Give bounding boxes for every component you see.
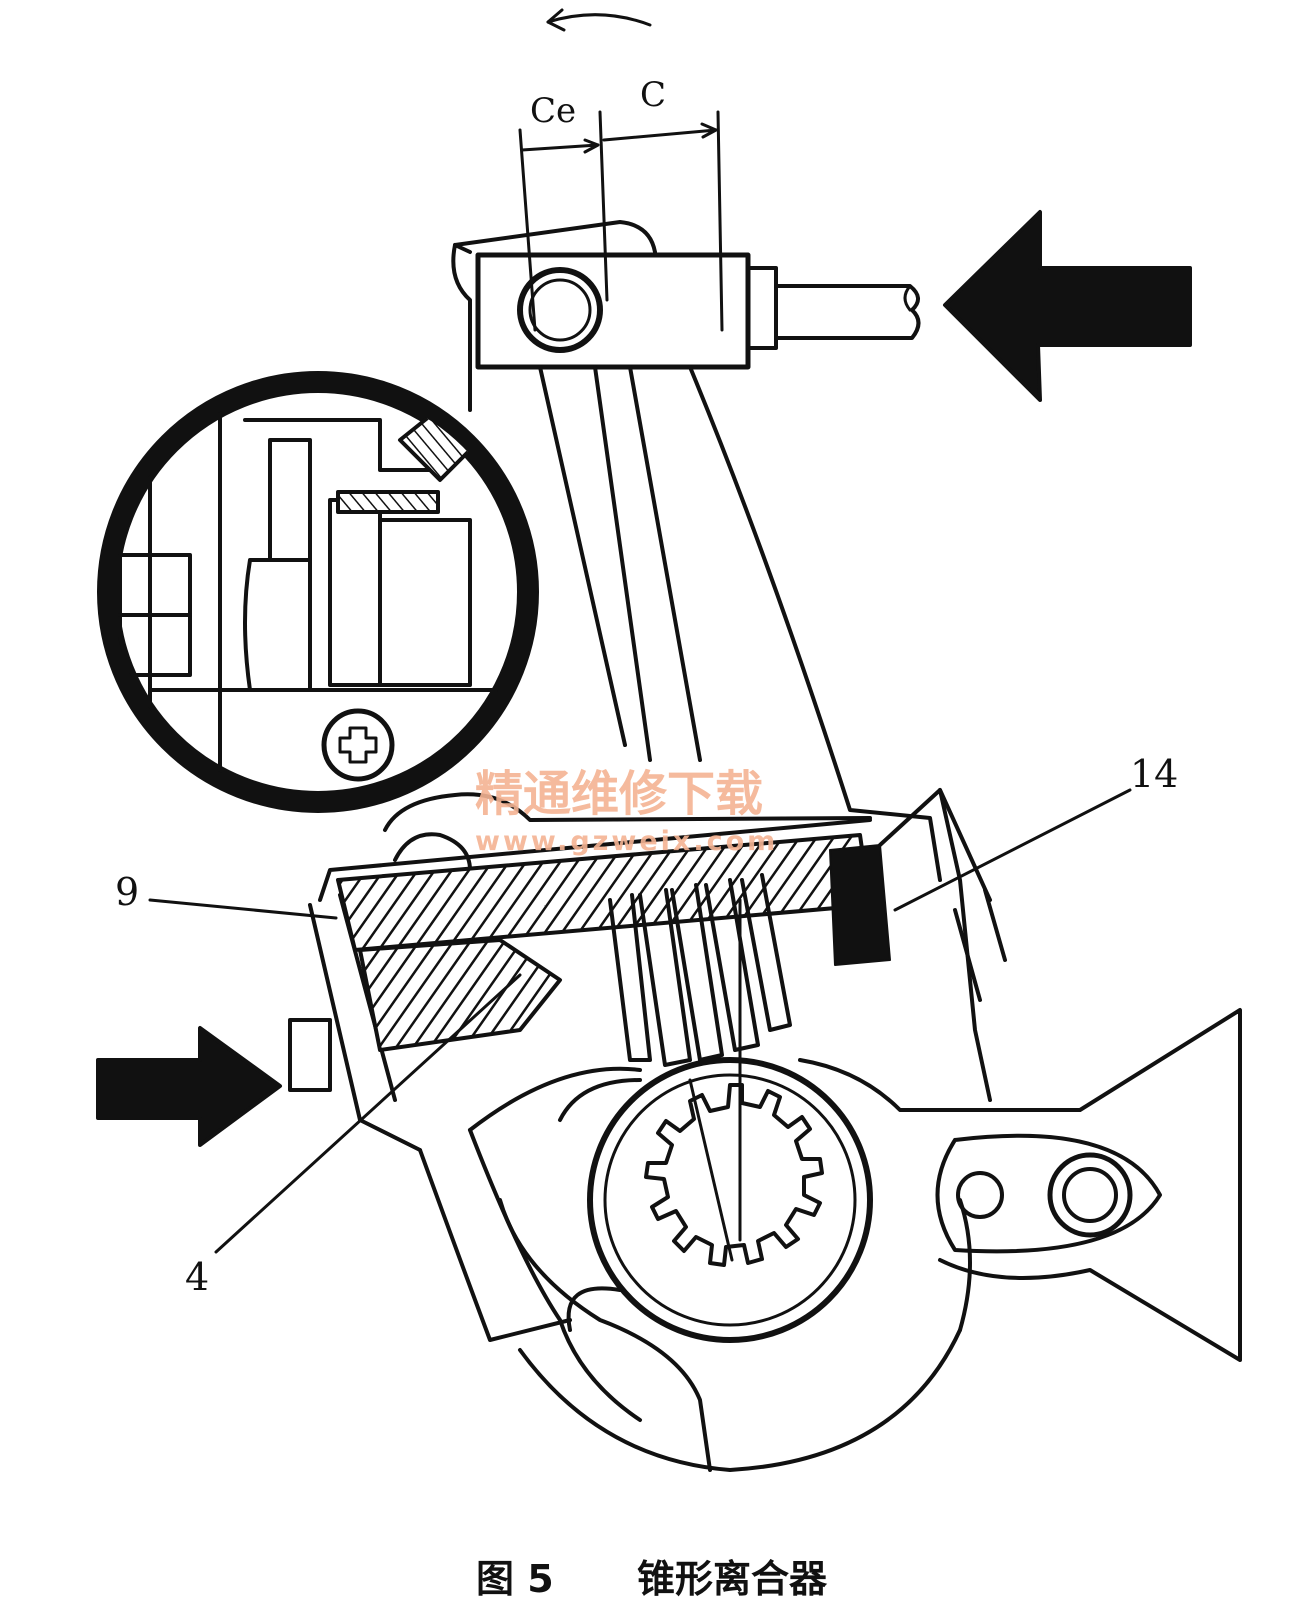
figure-title: 锥形离合器 [636,1557,827,1601]
rotation-arrow [546,13,652,27]
label-part-14: 14 [1130,752,1178,796]
figure-number: 图 5 [476,1557,554,1601]
rotation-arrowhead [546,8,566,32]
adjuster-housing [288,788,1007,1152]
lower-housing [418,1078,972,1472]
splined-hub [587,1057,873,1343]
dimension-lines [518,110,724,332]
figure-caption: 图 5 锥形离合器 [0,1548,1303,1603]
label-ce: Ce [530,91,576,131]
leader-lines [148,788,1132,1254]
watermark-text: 精通维修下载 [475,766,763,822]
label-part-4: 4 [185,1255,209,1299]
watermark-url: www.gzweix.com [475,826,778,857]
left-force-arrow [96,1026,282,1147]
lever-arm [468,1008,1242,1362]
detail-magnifier-circle [97,371,539,813]
adjuster-arm [538,365,942,882]
worm-discs [608,873,792,1262]
right-force-arrow [943,210,1192,402]
label-c: C [640,75,666,115]
cone-clutch-diagram: 精通维修下载 www.gzweix.com Ce C 14 9 4 [96,8,1242,1472]
label-part-9: 9 [115,870,139,914]
clevis-block [451,220,921,412]
